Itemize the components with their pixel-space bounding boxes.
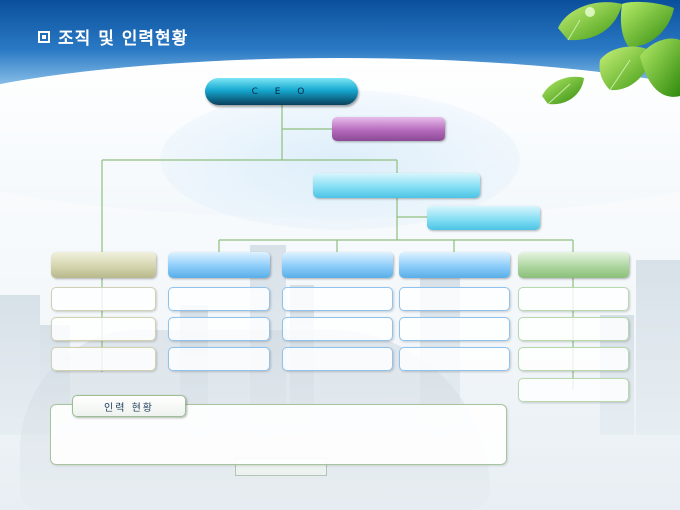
- member-box[interactable]: [518, 378, 629, 402]
- member-box[interactable]: [51, 347, 156, 371]
- staffing-label-text: 인력 현황: [104, 402, 154, 414]
- building: [636, 260, 680, 435]
- member-box[interactable]: [399, 287, 510, 311]
- member-box[interactable]: [51, 317, 156, 341]
- staff-office-box[interactable]: [332, 117, 445, 141]
- staffing-panel[interactable]: [50, 404, 507, 465]
- department-head-box[interactable]: [399, 252, 510, 278]
- member-box[interactable]: [518, 287, 629, 311]
- staffing-label: 인력 현황: [72, 395, 186, 417]
- sub-division-box[interactable]: [427, 206, 540, 230]
- member-box[interactable]: [168, 347, 270, 371]
- page-title: 조직 및 인력현황: [38, 24, 188, 49]
- member-box[interactable]: [51, 287, 156, 311]
- leaves-decoration-icon: [542, 1, 680, 105]
- member-box[interactable]: [168, 317, 270, 341]
- page-title-text: 조직 및 인력현황: [58, 29, 189, 49]
- member-box[interactable]: [282, 287, 393, 311]
- member-box[interactable]: [282, 317, 393, 341]
- division-box[interactable]: [313, 173, 480, 198]
- member-box[interactable]: [399, 347, 510, 371]
- department-head-box[interactable]: [518, 252, 629, 278]
- member-box[interactable]: [518, 317, 629, 341]
- ceo-box[interactable]: C E O: [205, 78, 358, 105]
- member-box[interactable]: [399, 317, 510, 341]
- member-box[interactable]: [282, 347, 393, 371]
- ceo-label: C E O: [251, 86, 312, 97]
- department-head-box[interactable]: [51, 252, 156, 278]
- department-head-box[interactable]: [282, 252, 393, 278]
- member-box[interactable]: [168, 287, 270, 311]
- member-box[interactable]: [518, 347, 629, 371]
- department-head-box[interactable]: [168, 252, 270, 278]
- square-bullet-icon: [38, 30, 50, 43]
